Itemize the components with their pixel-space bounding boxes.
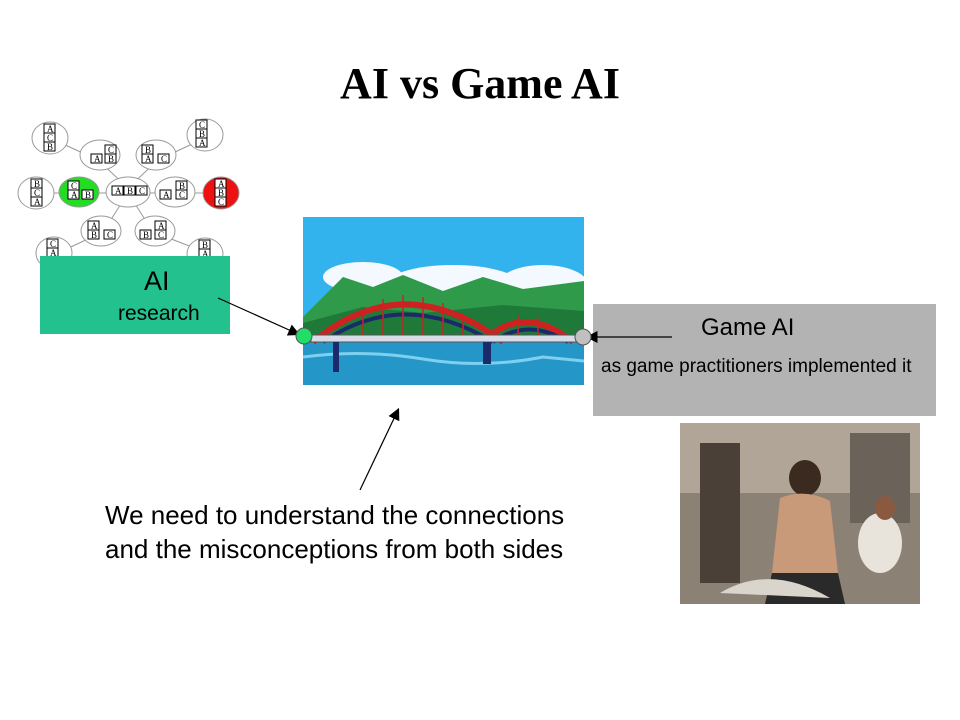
ai-box-title: AI	[144, 266, 170, 296]
state-space-graph: A C B C A B B A C C B A B C A C A B A B …	[17, 118, 240, 271]
svg-text:B: B	[85, 190, 91, 200]
svg-text:C: C	[34, 188, 40, 198]
state-node: B A C	[135, 139, 177, 171]
svg-text:A: A	[50, 248, 57, 258]
game-box-subtitle: as game practitioners implemented it	[601, 356, 912, 377]
state-node: C A B	[79, 139, 121, 171]
svg-text:C: C	[199, 120, 205, 130]
caption-text: We need to understand the connections an…	[105, 500, 565, 564]
svg-text:A: A	[202, 249, 209, 259]
svg-text:B: B	[34, 179, 40, 189]
state-node: B C A	[17, 176, 55, 210]
game-box-title: Game AI	[701, 314, 795, 341]
svg-text:C: C	[158, 230, 164, 240]
svg-text:C: C	[218, 197, 224, 207]
svg-text:A: A	[71, 190, 78, 200]
game-ai-box: Game AI as game practitioners implemente…	[593, 304, 936, 416]
state-node: B A C	[154, 176, 196, 208]
svg-text:B: B	[127, 186, 133, 196]
connector-dot-right	[574, 328, 592, 346]
svg-text:B: B	[202, 240, 208, 250]
svg-text:B: B	[199, 129, 205, 139]
connector-dot-left	[295, 327, 313, 345]
svg-text:B: B	[143, 230, 149, 240]
svg-text:A: A	[199, 138, 206, 148]
svg-text:C: C	[71, 181, 77, 191]
svg-text:A: A	[34, 197, 41, 207]
svg-text:A: A	[47, 124, 54, 134]
svg-text:A: A	[91, 221, 98, 231]
svg-text:B: B	[179, 181, 185, 191]
svg-text:C: C	[108, 145, 114, 155]
svg-text:B: B	[218, 188, 224, 198]
ai-box-subtitle: research	[118, 302, 200, 325]
svg-text:C: C	[161, 154, 167, 164]
state-node: A B C	[134, 215, 176, 247]
svg-text:C: C	[50, 239, 56, 249]
svg-text:A: A	[158, 221, 165, 231]
bridge-icon	[303, 217, 584, 385]
state-node: A B C	[105, 176, 151, 208]
svg-text:A: A	[94, 154, 101, 164]
svg-text:B: B	[47, 142, 53, 152]
svg-text:B: B	[145, 145, 151, 155]
state-node-goal: A B C	[202, 176, 240, 210]
svg-text:A: A	[115, 186, 122, 196]
svg-text:C: C	[139, 186, 145, 196]
graph-nodes: A C B C A B B A C C B A B C A C A B A B …	[17, 118, 240, 271]
state-node: A B C	[80, 215, 122, 247]
svg-text:A: A	[145, 154, 152, 164]
svg-text:A: A	[163, 190, 170, 200]
svg-text:C: C	[47, 133, 53, 143]
svg-text:C: C	[107, 230, 113, 240]
state-node-start: C A B	[58, 176, 100, 208]
slide-title: AI vs Game AI	[340, 59, 620, 108]
martial-arts-photo-icon	[680, 423, 920, 604]
svg-text:C: C	[179, 190, 185, 200]
state-node: C B A	[186, 118, 224, 152]
svg-text:B: B	[108, 154, 114, 164]
svg-text:A: A	[218, 179, 225, 189]
state-node: A C B	[31, 121, 69, 155]
svg-text:B: B	[91, 230, 97, 240]
ai-research-box: AI research	[40, 256, 230, 334]
